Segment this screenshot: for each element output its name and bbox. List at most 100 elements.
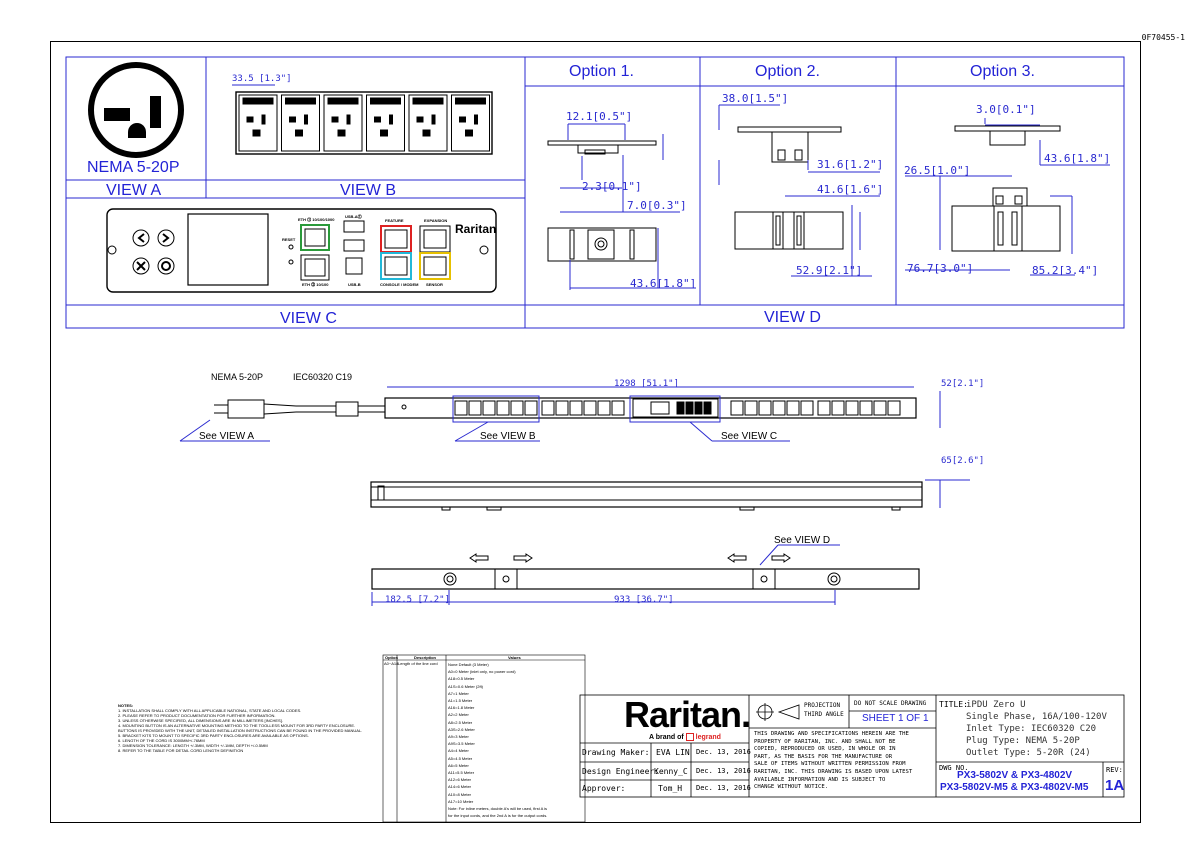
tb-do-not-scale: DO NOT SCALE DRAWING [854,700,927,707]
table-value-line: A12=6 Meter [448,777,472,783]
view-b-outlet [238,94,278,152]
pdu-outlet [454,400,468,416]
pdu-outlet [611,400,625,416]
pdu-outlet [845,400,859,416]
table-row-option: A0~A18 [384,661,399,666]
table-value-line: A8=2.5 Meter [448,719,473,725]
table-value-line: A14=6 Meter [448,784,472,790]
ctrl-usbb-label: USB-B [348,282,361,287]
view-b-outlet-row [235,91,493,155]
view-b-outlet [323,94,363,152]
table-value-line: None Default (3 Meter) [448,662,489,667]
tb-approver-name: Tom_H [658,784,683,793]
tb-maker-label: Drawing Maker: [582,748,650,757]
option-1-label: Option 1. [569,63,634,80]
note-line: 3. UNLESS OTHERWISE SPECIFIED, ALL DIMEN… [118,718,283,723]
note-line: 1. INSTALLATION SHALL COMPLY WITH ALL AP… [118,708,302,713]
tb-rev-label: REV: [1106,766,1123,774]
tb-legal-notice: THIS DRAWING AND SPECIFICATIONS HEREIN A… [754,731,912,792]
pdu-outlet [496,400,510,416]
table-value-line: A9S=3.5 Meter [448,741,475,747]
table-value-line: A11=5.5 Meter [448,770,475,776]
pdu-outlet [555,400,569,416]
table-value-line: for the input cords, and the 2nd A is fo… [448,813,548,819]
note-line: 6. LENGTH OF THE CORD IS 3000MM+/-76MM [118,738,205,743]
ctrl-eth2-label: ETH ⓶ 10/100 [302,282,329,287]
note-line: 4. MOUNTING BUTTON IS AN ALTERNATIVE MOU… [118,723,356,728]
ctrl-usba-label: USB-A⓵ [345,214,362,219]
ctrl-console-label: CONSOLE / MODEM [380,282,419,287]
table-value-line: A16=1.8 Meter [448,705,475,711]
callout-plug: NEMA 5-20P [211,372,264,382]
note-line: 2. PLEASE REFER TO PRODUCT DOCUMENTATION… [118,713,276,718]
dim-o1-c: 7.0[0.3"] [627,199,687,212]
table-header-option: Option [385,655,398,660]
table-value-line: A7=1 Meter [448,690,469,696]
tb-third-angle: THIRD ANGLE [804,711,844,718]
table-header-values: Values [508,655,521,660]
pdu-outlet [772,400,786,416]
callout-see-view-d: See VIEW D [774,535,831,546]
pdu-outlet [831,400,845,416]
legal-line: CHANGE WITHOUT NOTICE. [754,784,829,791]
dim-length: 1298 [51.1"] [614,379,680,389]
tb-engineer-label: Design Engineer: [582,767,660,776]
tb-brand-logo: Raritan. [624,694,751,735]
ctrl-sensor-label: SENSOR [426,282,443,287]
dim-o2-d: 52.9[2.1"] [796,264,863,277]
note-line: BUTTONS IS PROVIDED WITH THE UNIT, DETAI… [118,728,363,733]
pdu-outlet [873,400,887,416]
pdu-outlet [468,400,482,416]
view-d-label: VIEW D [764,309,821,326]
pdu-port [694,401,703,415]
dim-o3-a: 3.0[0.1"] [976,103,1036,116]
pdu-outlet [817,400,831,416]
notes-title: NOTES: [118,703,134,708]
tb-approver-label: Approver: [582,784,626,793]
title-line: iPDU Zero U [966,700,1026,710]
view-b-label: VIEW B [340,182,397,199]
legal-line: RARITAN, INC. THIS DRAWING IS BASED UPON… [754,768,913,775]
note-line: 7. DIMENSION TOLERANCE: LENGTH +/-3MM, W… [118,743,268,748]
dim-o1-d: 43.6[1.8"] [630,277,697,290]
notes-lines: 1. INSTALLATION SHALL COMPLY WITH ALL AP… [118,708,362,753]
pdu-outlet [730,400,744,416]
tb-brand-legrand: legrand [695,733,721,741]
tb-engineer-name: Kenny_C [654,767,688,776]
dim-mount-offset: 182.5 [7.2"] [385,595,451,605]
tb-dwg-number-2: PX3-5802V-M5 & PX3-4802V-M5 [940,782,1089,793]
tb-brand-sub-text: A brand of [649,733,684,741]
table-value-line: Note: For inline meters, double A's will… [448,806,548,812]
tb-engineer-date: Dec. 13, 2016 [696,767,751,775]
table-values: None Default (3 Meter)A0=0 Meter (inlet … [448,661,547,819]
callout-see-view-b: See VIEW B [480,431,536,442]
dim-mount-pitch: 933 [36.7"] [614,595,674,605]
table-value-line: A17=10 Meter [448,798,474,804]
dim-o3-d: 76.7[3.0"] [907,262,974,275]
callout-see-view-a: See VIEW A [199,431,255,442]
pdu-outlet [510,400,524,416]
tb-maker-name: EVA LIN [656,748,690,757]
pdu-outlet [800,400,814,416]
legal-line: PART, AS THE BASIS FOR THE MANUFACTURE O… [754,753,893,760]
tb-brand-sub: A brand of legrand [649,733,721,741]
note-line: 8. REFER TO THE TABLE FOR DETAIL CORD LE… [118,748,244,753]
dim-o1-b: 2.3[0.1"] [582,180,642,193]
table-value-line: A18=0.5 Meter [448,676,475,682]
table-row-description: Length of the line cord [398,661,438,666]
legal-line: SALE OF ITEMS WITHOUT WRITTEN PERMISSION… [754,761,906,768]
callout-see-view-c: See VIEW C [721,431,778,442]
table-value-line: A3S=2.6 Meter [448,726,475,732]
note-line: 5. BRACKET KITS TO MOUNT TO SPECIFIC 3RD… [118,733,309,738]
dim-o3-e: 85.2[3.4"] [1032,264,1099,277]
tb-projection: PROJECTION [804,702,841,709]
pdu-rear-view [371,553,920,590]
dim-depth: 65[2.6"] [941,456,985,466]
tb-dwg-number-1: PX3-5802V & PX3-4802V [957,770,1073,781]
table-value-line: A9=3 Meter [448,734,469,740]
title-line: Single Phase, 16A/100-120V [966,712,1107,722]
callout-inlet: IEC60320 C19 [293,372,353,382]
dim-o2-b: 31.6[1.2"] [817,158,884,171]
pdu-front-view [384,397,917,419]
